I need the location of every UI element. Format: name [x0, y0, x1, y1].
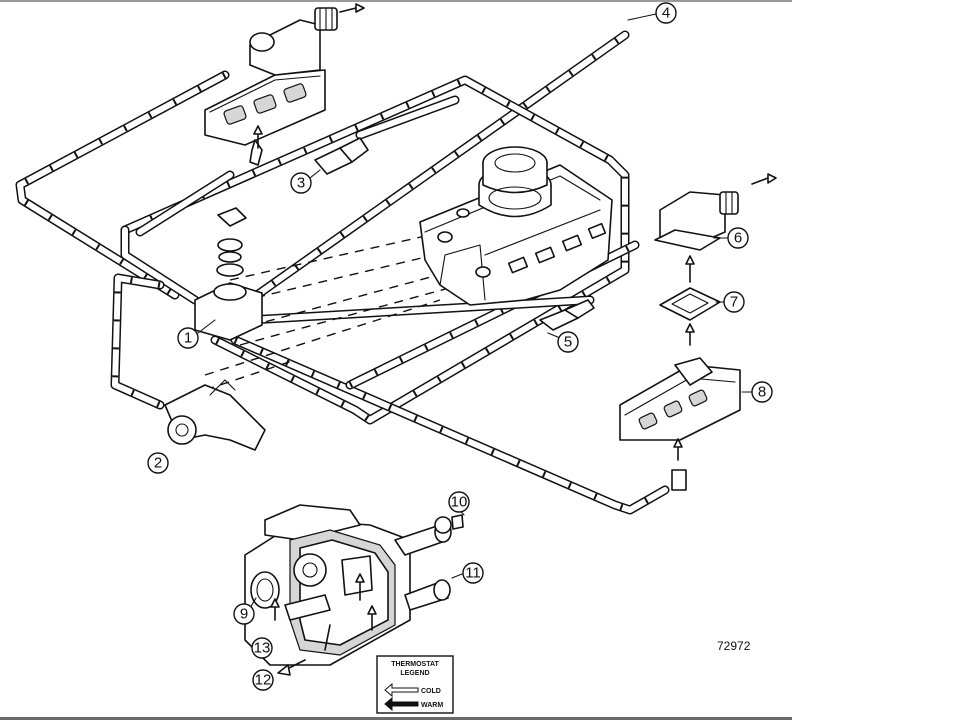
legend-cold-label: COLD — [421, 688, 441, 695]
svg-text:10: 10 — [451, 494, 468, 511]
svg-text:2: 2 — [154, 455, 162, 472]
svg-text:7: 7 — [730, 294, 738, 311]
callout-12: 12 — [252, 669, 274, 691]
engine-block — [419, 146, 613, 306]
callout-6: 6 — [713, 227, 749, 249]
svg-text:8: 8 — [758, 384, 766, 401]
legend-warm-arrow-icon — [384, 696, 419, 712]
legend-warm-label: WARM — [421, 702, 443, 709]
legend-title-line1: THERMOSTAT — [391, 661, 439, 668]
top-border — [0, 0, 792, 2]
callouts: 1 2 3 4 5 6 7 — [147, 2, 773, 691]
callout-10: 10 — [448, 491, 470, 516]
callout-3: 3 — [290, 169, 321, 194]
svg-text:11: 11 — [465, 565, 481, 582]
svg-text:1: 1 — [184, 330, 192, 347]
legend-title-line2: LEGEND — [400, 670, 429, 677]
legend-cold-arrow-icon — [384, 682, 419, 698]
callout-4: 4 — [627, 2, 677, 24]
drain-fitting — [539, 299, 595, 331]
flow-arrows — [253, 3, 777, 461]
gasket-plate — [659, 287, 721, 321]
callout-2: 2 — [147, 452, 169, 474]
callout-7: 7 — [715, 291, 745, 313]
exhaust-manifold-left — [204, 7, 338, 166]
callout-8: 8 — [741, 381, 773, 403]
exhaust-manifold-right — [619, 357, 741, 491]
thermostat-cutaway — [244, 504, 464, 676]
svg-text:9: 9 — [240, 606, 248, 623]
callout-9: 9 — [233, 597, 257, 625]
exhaust-elbow — [654, 191, 739, 251]
svg-text:12: 12 — [255, 672, 272, 689]
svg-text:4: 4 — [662, 5, 670, 22]
drain-plug — [314, 137, 369, 175]
svg-text:13: 13 — [254, 640, 271, 657]
callout-13: 13 — [251, 637, 273, 659]
callout-11: 11 — [451, 562, 484, 584]
figure-number: 72972 — [717, 639, 751, 653]
water-pump — [164, 379, 266, 451]
thermostat-legend: THERMOSTAT LEGEND COLD WARM — [376, 655, 454, 714]
svg-text:6: 6 — [734, 230, 742, 247]
thermostat-housing — [194, 207, 263, 341]
svg-text:3: 3 — [297, 175, 305, 192]
bottom-border — [0, 717, 792, 720]
svg-text:5: 5 — [564, 334, 572, 351]
callout-5: 5 — [547, 331, 579, 353]
callout-1: 1 — [177, 319, 216, 349]
